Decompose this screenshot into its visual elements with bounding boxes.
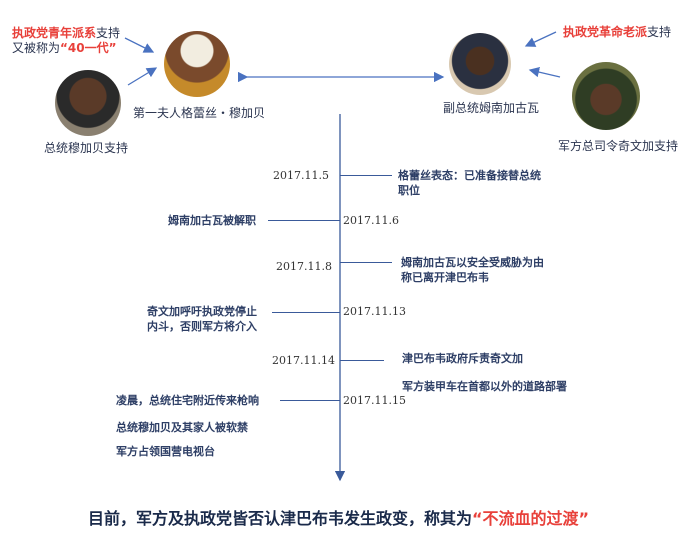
grace-caption: 第一夫人格蕾丝・穆加贝 (133, 106, 266, 120)
support-text: 支持 (647, 25, 672, 39)
event-text: 职位 (398, 184, 420, 197)
event-text: 军方装甲车在首都以外的道路部署 (402, 380, 567, 393)
veteran-faction-label: 执政党革命老派支持 (563, 25, 671, 40)
event-text: 姆南加古瓦以安全受威胁为由 (401, 256, 544, 269)
date-label: 2017.11.6 (343, 214, 399, 227)
conclusion-prefix: 目前，军方及执政党皆否认津巴布韦发生政变，称其为 (88, 509, 473, 528)
event-text: 凌晨，总统住宅附近传来枪响 (116, 394, 259, 407)
event-text: 奇文加呼吁执政党停止 (147, 305, 257, 318)
event-text: 格蕾丝表态：已准备接替总统 (398, 169, 541, 182)
youth-faction-name: 执政党青年派系 (12, 26, 97, 40)
event-text: 军方占领国营电视台 (116, 445, 215, 458)
event-entry: 奇文加呼吁执政党停止内斗，否则军方将介入 (147, 304, 257, 334)
connector-line (268, 220, 340, 221)
event-text: 姆南加古瓦被解职 (168, 214, 256, 227)
date-label: 2017.11.13 (343, 305, 406, 318)
event-text: 称已离开津巴布韦 (401, 271, 489, 284)
alias-prefix: 又被称为 (12, 41, 61, 55)
quote-mark: “ (472, 509, 483, 528)
event-text: 内斗，否则军方将介入 (147, 320, 257, 333)
connector-line (340, 175, 392, 176)
date-label: 2017.11.14 (272, 354, 335, 367)
chiwenga-photo (572, 62, 640, 130)
arrow-mugabe-to-grace (127, 67, 158, 86)
chiwenga-caption: 军方总司令奇文加支持 (558, 139, 679, 153)
quote-mark: ” (578, 509, 590, 528)
date-label: 2017.11.8 (276, 260, 332, 273)
robert-mugabe-photo (55, 70, 121, 136)
connector-line (272, 312, 340, 313)
arrow-chiwenga-to-mnangagwa (528, 67, 561, 78)
arrow-veteran-to-mnangagwa (524, 31, 557, 47)
date-label: 2017.11.5 (273, 169, 329, 182)
veteran-faction-name: 执政党革命老派 (563, 25, 648, 39)
mnangagwa-caption: 副总统姆南加古瓦 (443, 101, 540, 115)
event-entry: 格蕾丝表态：已准备接替总统职位 (398, 168, 541, 198)
event-entry: 姆南加古瓦以安全受威胁为由称已离开津巴布韦 (401, 255, 544, 285)
event-text: 总统穆加贝及其家人被软禁 (116, 421, 248, 434)
grace-mugabe-photo (164, 31, 230, 97)
arrow-youth-to-grace (124, 37, 155, 53)
connector-line (340, 262, 392, 263)
conclusion-text: 目前，军方及执政党皆否认津巴布韦发生政变，称其为“不流血的过渡” (88, 505, 589, 529)
date-label: 2017.11.15 (343, 394, 406, 407)
event-text: 津巴布韦政府斥责奇文加 (402, 352, 523, 365)
alias-name: “40一代” (60, 41, 117, 55)
conclusion-highlight: 不流血的过渡 (482, 509, 579, 528)
mnangagwa-photo (449, 33, 511, 95)
mugabe-caption: 总统穆加贝支持 (44, 141, 129, 155)
youth-faction-label: 执政党青年派系支持 又被称为“40一代” (12, 26, 120, 56)
support-text: 支持 (96, 26, 121, 40)
connector-line (340, 360, 384, 361)
connector-line (280, 400, 340, 401)
